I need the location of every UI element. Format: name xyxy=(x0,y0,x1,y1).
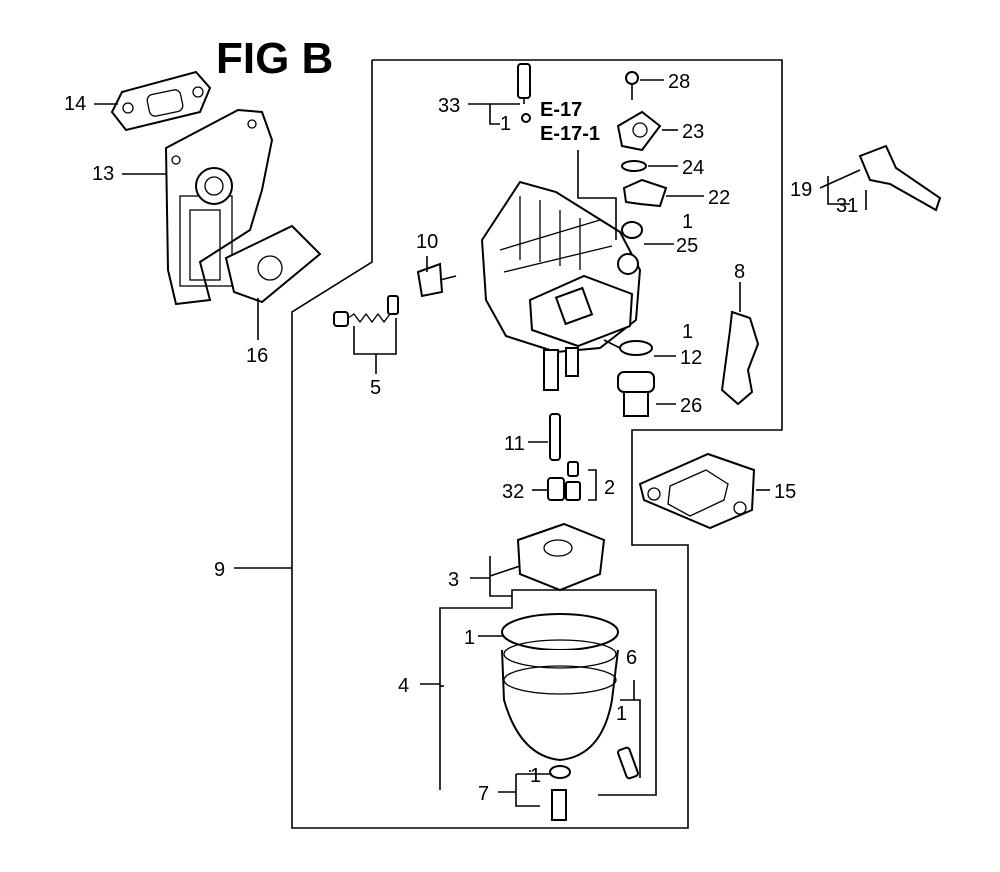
drain-screw-6 xyxy=(617,746,639,780)
screw-33 xyxy=(517,63,531,123)
label-28: 28 xyxy=(668,71,690,93)
label-26: 26 xyxy=(680,395,702,417)
label-11: 11 xyxy=(504,433,525,455)
label-2: 2 xyxy=(604,477,615,499)
label-12: 12 xyxy=(680,347,702,369)
plate-8 xyxy=(720,310,760,406)
lever-22 xyxy=(622,178,668,208)
label-32: 32 xyxy=(502,481,524,503)
label-15: 15 xyxy=(774,481,796,503)
group-4-boundary xyxy=(439,589,657,796)
screw-spring-5 xyxy=(333,295,399,327)
o-ring-12 xyxy=(619,340,653,356)
float-3 xyxy=(516,522,606,592)
label-19: 19 xyxy=(790,179,812,201)
ref-e17-1: E-17-1 xyxy=(540,123,600,145)
ref-e17: E-17 xyxy=(540,99,582,121)
nozzle-26 xyxy=(617,371,655,417)
group-9-boundary xyxy=(291,59,783,829)
label-8: 8 xyxy=(734,261,745,283)
float-bowl-4 xyxy=(501,613,619,762)
label-6: 6 xyxy=(626,647,637,669)
label-7: 7 xyxy=(478,783,489,805)
jet-32 xyxy=(547,477,565,501)
label-1-upper: 1 xyxy=(500,113,511,135)
label-22: 22 xyxy=(708,187,730,209)
label-1-needle: 1 xyxy=(682,211,693,233)
needle-25 xyxy=(621,221,643,239)
gasket-14 xyxy=(110,70,212,132)
label-23: 23 xyxy=(682,121,704,143)
spring-24 xyxy=(621,160,647,172)
label-24: 24 xyxy=(682,157,704,179)
figure-title: FIG B xyxy=(216,34,334,83)
gasket-15 xyxy=(638,452,756,530)
label-31: 31 xyxy=(836,195,858,217)
label-9: 9 xyxy=(214,559,225,581)
label-13: 13 xyxy=(92,163,114,185)
carburetor-body xyxy=(480,180,642,391)
label-1-oring: 1 xyxy=(682,321,693,343)
label-3: 3 xyxy=(448,569,459,591)
screw-2 xyxy=(565,461,581,501)
label-1-drain: 1 xyxy=(616,703,627,725)
bracket-13 xyxy=(164,108,274,306)
cover-23 xyxy=(616,110,662,152)
screw-10 xyxy=(416,262,457,298)
label-14: 14 xyxy=(64,93,86,115)
leader-lines xyxy=(94,79,861,807)
jet-11 xyxy=(549,413,561,461)
gasket-16 xyxy=(224,224,322,304)
bolt-7 xyxy=(549,765,571,821)
label-1-bowl: 1 xyxy=(464,627,475,649)
screw-28 xyxy=(625,71,639,100)
label-10: 10 xyxy=(416,231,438,253)
label-33: 33 xyxy=(438,95,460,117)
label-1-bolt: 1 xyxy=(530,765,541,787)
label-25: 25 xyxy=(676,235,698,257)
label-5: 5 xyxy=(370,377,381,399)
label-4: 4 xyxy=(398,675,409,697)
drain-lever-19 xyxy=(858,144,942,212)
label-16: 16 xyxy=(246,345,268,367)
